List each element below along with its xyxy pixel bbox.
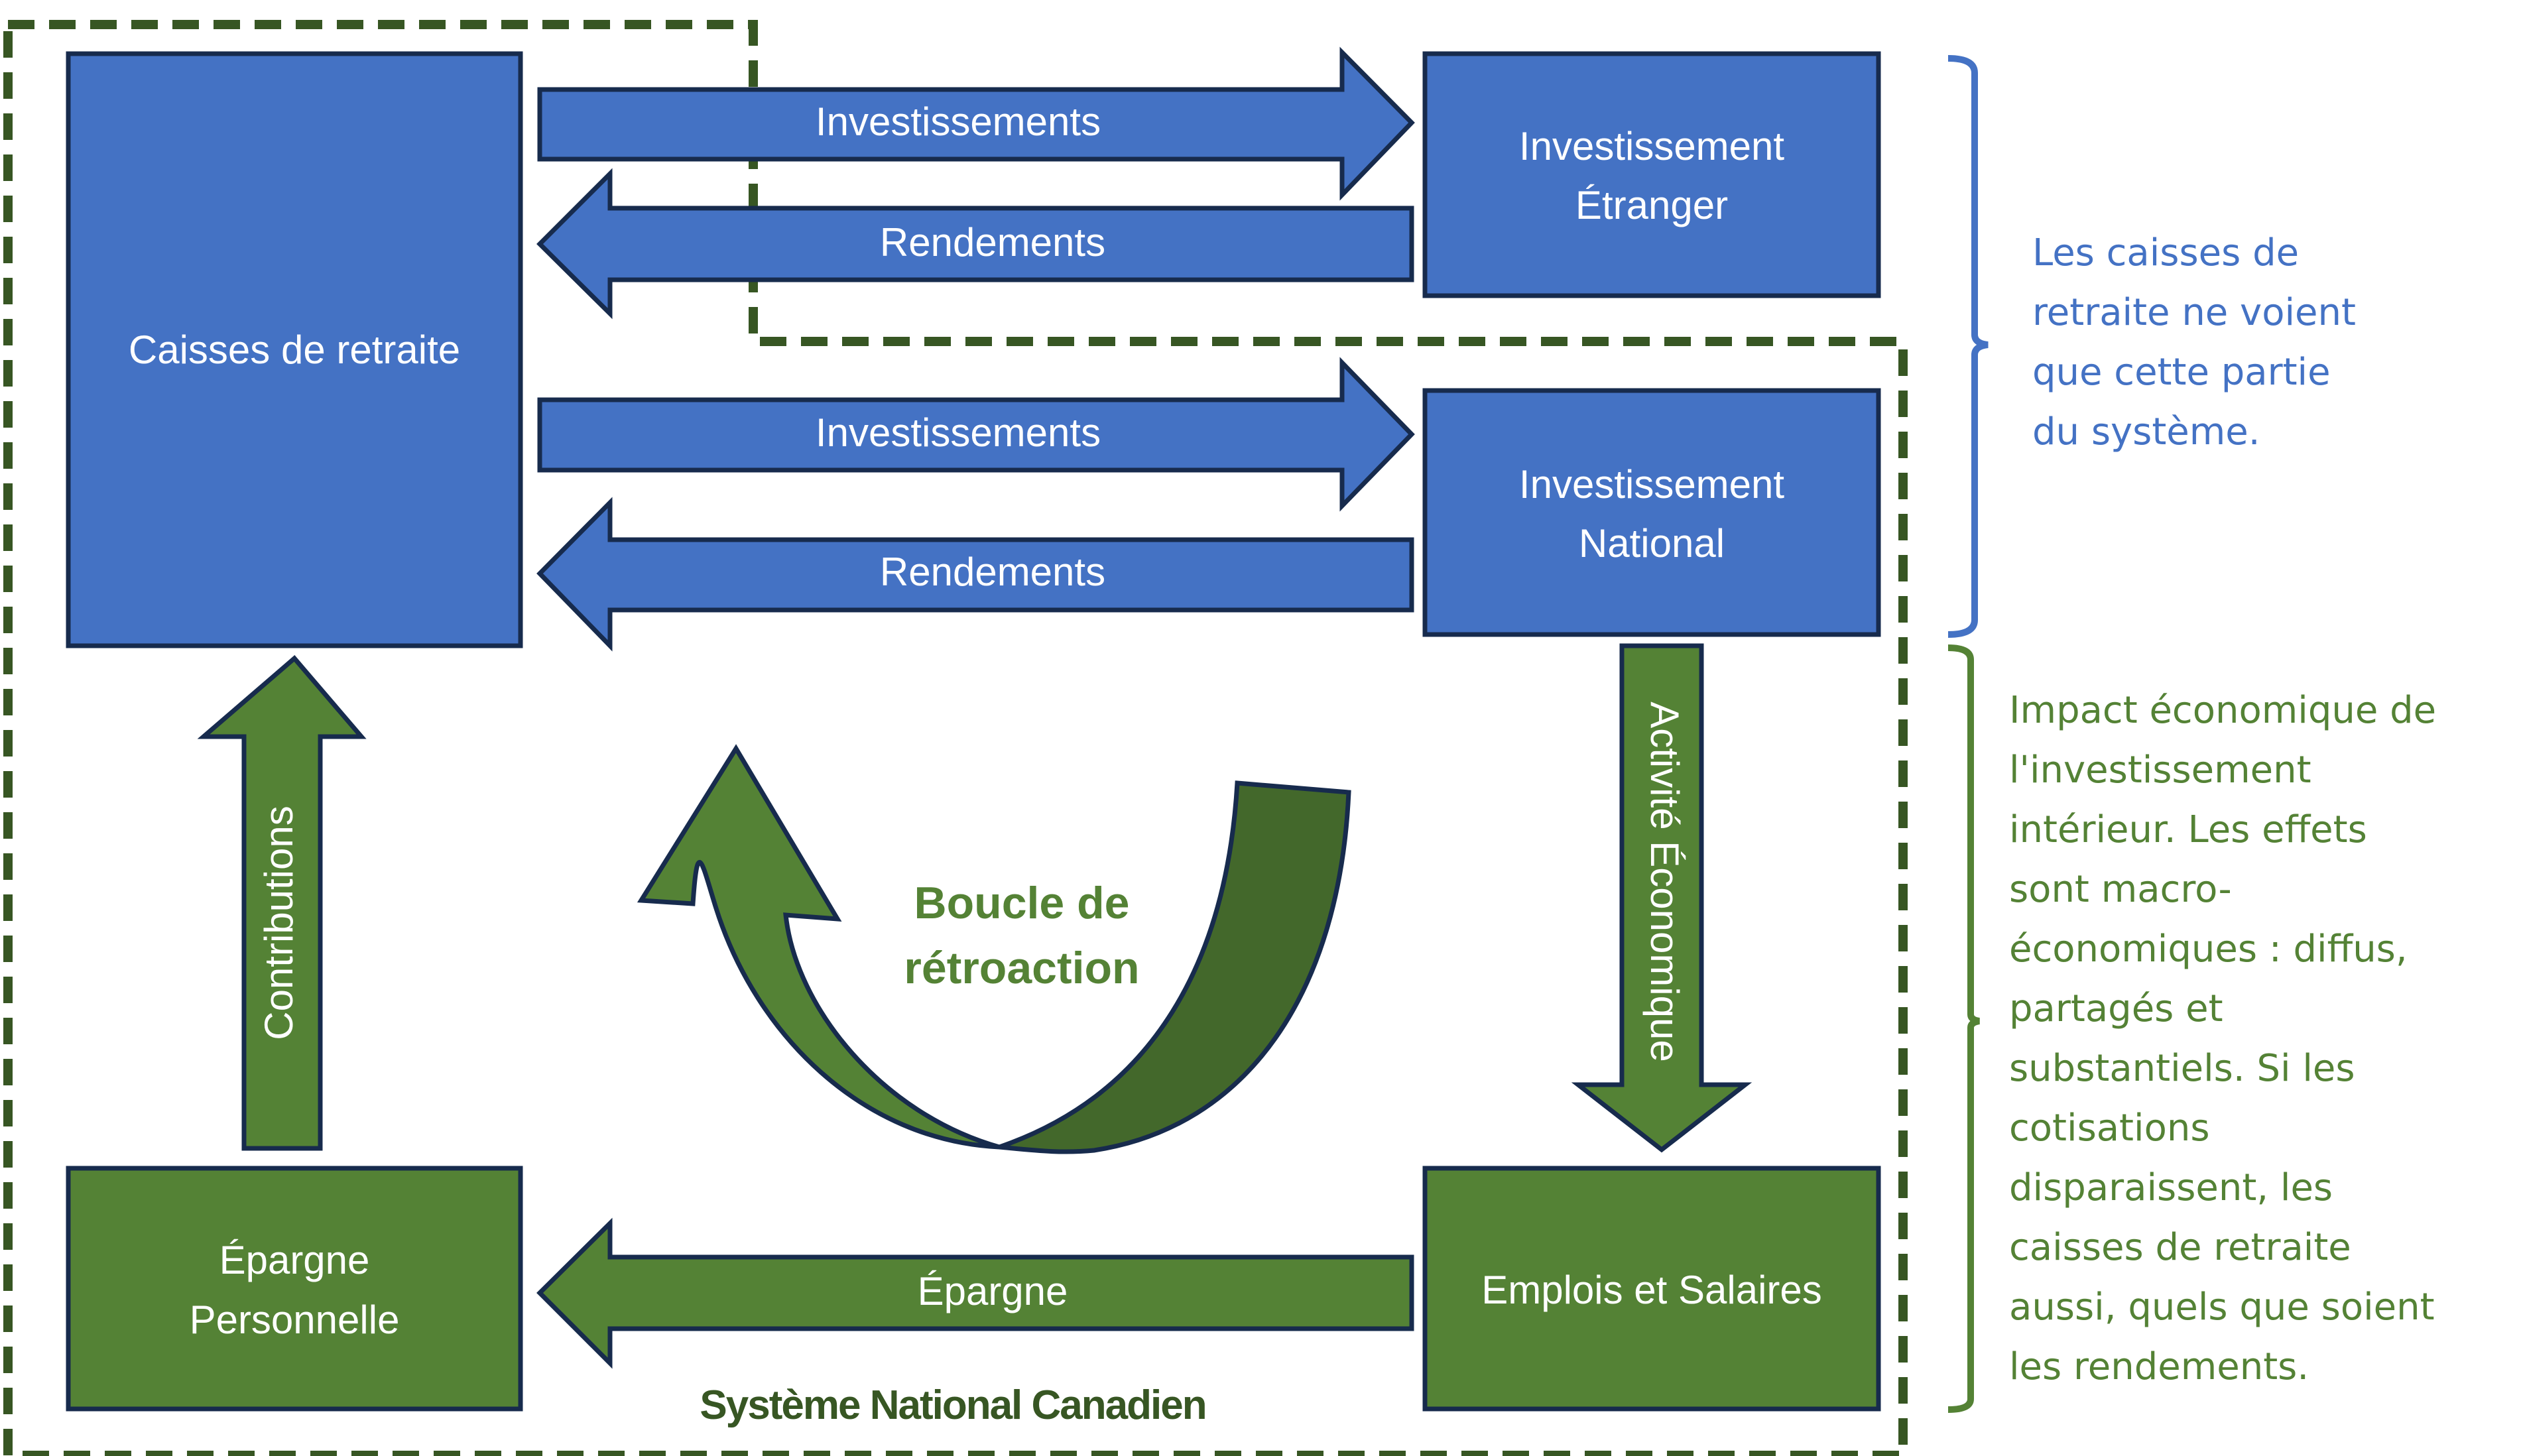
arrow-label: Investissements: [816, 99, 1101, 144]
arrow-investissements-national: Investissements: [537, 357, 1415, 512]
system-label: Système National Canadien: [700, 1382, 1205, 1428]
note-line: économiques : diffus,: [2009, 928, 2408, 971]
green-brace-icon: [1947, 644, 1980, 1413]
caisses-label: Caisses de retraite: [129, 328, 460, 372]
node-epargne-personnelle: Épargne Personnelle: [66, 1166, 523, 1412]
note-line: les rendements.: [2009, 1345, 2309, 1388]
loop-label-1: Boucle de: [914, 878, 1130, 928]
national-system-boundary: [3, 20, 1908, 1456]
note-line: partagés et: [2009, 987, 2223, 1030]
node-emplois-et-salaires: Emplois et Salaires: [1422, 1166, 1881, 1412]
arrow-label: Épargne: [918, 1269, 1068, 1313]
note-line: Les caisses de: [2032, 231, 2299, 274]
note-line: caisses de retraite: [2009, 1226, 2351, 1269]
national-label-1: Investissement: [1519, 462, 1784, 507]
arrow-label: Activité Économique: [1642, 701, 1687, 1062]
arrow-rendements-national: Rendements: [536, 497, 1414, 652]
blue-brace-icon: [1947, 55, 1989, 638]
note-line: disparaissent, les: [2009, 1166, 2333, 1209]
node-caisses-de-retraite: Caisses de retraite: [66, 51, 523, 648]
note-line: intérieur. Les effets: [2009, 808, 2367, 851]
epargne-perso-label-2: Personnelle: [190, 1298, 400, 1342]
national-label-2: National: [1579, 521, 1725, 566]
arrow-activite-economique: Activité Économique: [1571, 643, 1752, 1153]
note-pension-view: Les caisses de retraite ne voient que ce…: [2032, 231, 2356, 454]
note-line: cotisations: [2009, 1107, 2210, 1150]
note-line: l'investissement: [2009, 749, 2311, 792]
arrow-label: Investissements: [816, 410, 1101, 455]
note-line: que cette partie: [2032, 351, 2331, 394]
arrow-epargne: Épargne: [536, 1217, 1414, 1369]
node-investissement-etranger: Investissement Étranger: [1422, 51, 1881, 298]
note-line: substantiels. Si les: [2009, 1047, 2355, 1090]
note-line: aussi, quels que soient: [2009, 1286, 2435, 1329]
node-investissement-national: Investissement National: [1422, 388, 1881, 637]
note-economic-impact: Impact économique de l'investissement in…: [2009, 689, 2436, 1388]
arrow-contributions: Contributions: [197, 655, 367, 1151]
note-line: Impact économique de: [2009, 689, 2436, 732]
etranger-label-1: Investissement: [1519, 124, 1784, 168]
note-line: retraite ne voient: [2032, 291, 2356, 334]
note-line: sont macro-: [2009, 868, 2232, 911]
arrow-label: Contributions: [257, 806, 301, 1040]
emplois-label: Emplois et Salaires: [1481, 1268, 1822, 1312]
arrow-investissements-etranger: Investissements: [537, 46, 1415, 201]
arrow-label: Rendements: [880, 550, 1105, 594]
epargne-perso-label-1: Épargne: [219, 1238, 370, 1282]
feedback-loop-arrow: Boucle de rétroaction: [637, 744, 1351, 1154]
arrow-rendements-etranger: Rendements: [536, 168, 1414, 320]
loop-label-2: rétroaction: [904, 943, 1139, 993]
note-line: du système.: [2032, 410, 2260, 454]
etranger-label-2: Étranger: [1575, 183, 1728, 227]
arrow-label: Rendements: [880, 220, 1105, 265]
